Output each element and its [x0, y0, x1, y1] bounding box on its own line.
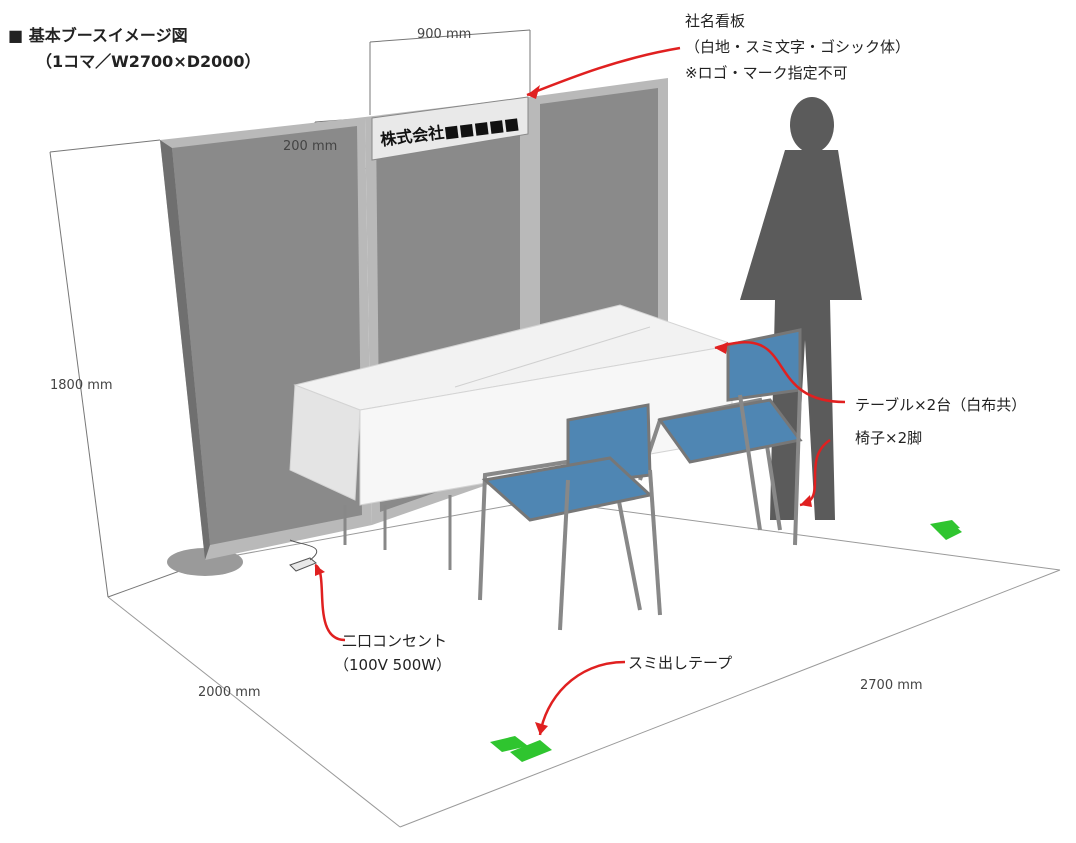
callout-tape: スミ出しテープ	[628, 654, 733, 672]
signboard-label-line1: 社名看板	[685, 12, 746, 30]
arrow-heads	[315, 85, 812, 735]
title-marker: ■	[8, 26, 24, 45]
dimension-sign-height: 200 mm	[283, 139, 338, 154]
power-outlet	[289, 539, 318, 572]
callout-outlet-line2: （100V 500W）	[334, 656, 452, 674]
signboard-label-line3: ※ロゴ・マーク指定不可	[685, 64, 848, 82]
callout-chairs: 椅子×2脚	[855, 429, 923, 447]
chairs	[478, 328, 803, 631]
chair-front	[478, 403, 662, 631]
tables	[289, 304, 737, 570]
title-line2: （1コマ／W2700×D2000）	[36, 52, 261, 71]
tape-marks	[490, 520, 962, 762]
callout-table: テーブル×2台（白布共）	[855, 396, 1027, 414]
callout-outlet-line1: 二口コンセント	[342, 632, 448, 650]
signboard	[371, 96, 529, 161]
dimension-sign-width: 900 mm	[417, 27, 472, 42]
diagram-title: ■ 基本ブースイメージ図	[8, 26, 188, 45]
dimension-depth: 2000 mm	[198, 685, 261, 700]
floor-outline	[107, 499, 1061, 828]
dimension-width: 2700 mm	[860, 678, 923, 693]
person-silhouette	[740, 97, 862, 520]
dimension-panel-height: 1800 mm	[50, 378, 113, 393]
title-line1: 基本ブースイメージ図	[28, 26, 188, 45]
signboard-label-line2: （白地・スミ文字・ゴシック体）	[685, 38, 911, 56]
